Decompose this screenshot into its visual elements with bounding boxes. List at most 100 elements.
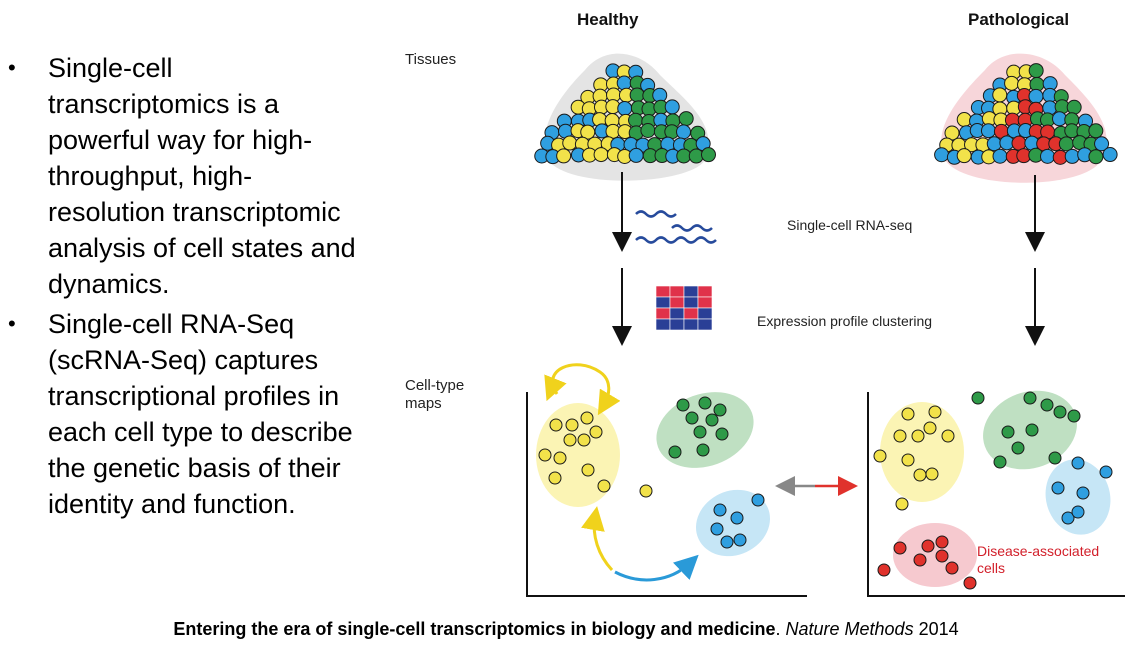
tissue-healthy bbox=[534, 53, 716, 181]
heatmap-cell bbox=[669, 318, 685, 331]
cell-dot bbox=[577, 433, 591, 447]
cell-dot bbox=[696, 443, 710, 457]
cell-dot bbox=[629, 87, 645, 103]
bullet-item-1: • Single-cell transcriptomics is a power… bbox=[8, 50, 403, 302]
cell-dot bbox=[710, 522, 724, 536]
cell-dot bbox=[1004, 75, 1020, 91]
cell-dot bbox=[664, 99, 680, 115]
cell-dot bbox=[873, 449, 887, 463]
cell-dot bbox=[893, 541, 907, 555]
cell-dot bbox=[913, 553, 927, 567]
cell-dot bbox=[685, 411, 699, 425]
cell-dot bbox=[676, 148, 692, 164]
cell-dot bbox=[733, 533, 747, 547]
cell-dot bbox=[580, 411, 594, 425]
cell-dot bbox=[1051, 481, 1065, 495]
cell-dot bbox=[901, 453, 915, 467]
citation-sep: . bbox=[775, 619, 786, 639]
cell-dot bbox=[628, 112, 644, 128]
row-label-tissues: Tissues bbox=[405, 51, 457, 68]
cell-dot bbox=[901, 407, 915, 421]
heatmap-cell bbox=[655, 307, 671, 320]
cell-dot bbox=[945, 561, 959, 575]
cell-dot bbox=[705, 413, 719, 427]
cell-dot bbox=[640, 123, 656, 139]
heatmap-cell bbox=[669, 307, 685, 320]
cell-dot bbox=[1058, 136, 1074, 152]
cell-dot bbox=[992, 87, 1008, 103]
cell-dot bbox=[1099, 465, 1113, 479]
column-header-pathological: Pathological bbox=[968, 10, 1070, 29]
row-label-cell-type-maps: Cell-type maps bbox=[405, 377, 464, 413]
cell-dot bbox=[921, 539, 935, 553]
bullet-line: transcriptomics is a bbox=[48, 89, 280, 119]
cell-dot bbox=[1053, 405, 1067, 419]
cell-dot bbox=[925, 467, 939, 481]
cell-dot bbox=[715, 427, 729, 441]
cell-dot bbox=[597, 479, 611, 493]
cell-dot bbox=[565, 418, 579, 432]
bullet-line: Single-cell RNA-Seq bbox=[48, 309, 295, 339]
disease-label-line2: cells bbox=[977, 560, 1006, 576]
heatmap-cell bbox=[697, 296, 713, 309]
heatmap-cell bbox=[697, 318, 713, 331]
bullet-line: (scRNA-Seq) captures bbox=[48, 345, 319, 375]
cell-dot bbox=[935, 549, 949, 563]
cell-dot bbox=[1102, 147, 1118, 163]
bullet-dot: • bbox=[8, 55, 16, 80]
cell-dot bbox=[548, 471, 562, 485]
cell-dot bbox=[581, 463, 595, 477]
cell-dot bbox=[720, 535, 734, 549]
flow-arrows bbox=[612, 172, 1045, 346]
bullet-line: transcriptional profiles in bbox=[48, 381, 340, 411]
citation-journal: Nature Methods bbox=[785, 619, 914, 639]
bullet-line: Single-cell bbox=[48, 53, 173, 83]
cell-dot bbox=[1094, 136, 1110, 152]
bullet-line: identity and function. bbox=[48, 489, 296, 519]
heatmap-cell bbox=[683, 296, 699, 309]
cell-dot bbox=[676, 124, 692, 140]
cell-dot bbox=[1066, 99, 1082, 115]
expression-heatmap-icon bbox=[655, 285, 713, 331]
step-label-clustering: Expression profile clustering bbox=[757, 313, 933, 329]
bullet-line: the genetic basis of their bbox=[48, 453, 341, 483]
bullet-dot: • bbox=[8, 311, 16, 336]
cell-dot bbox=[698, 396, 712, 410]
cell-dot bbox=[553, 451, 567, 465]
cell-dot bbox=[693, 425, 707, 439]
cell-dot bbox=[1028, 88, 1044, 104]
cell-dot bbox=[956, 148, 972, 164]
cell-dot bbox=[713, 403, 727, 417]
heatmap-cell bbox=[683, 307, 699, 320]
cell-dot bbox=[963, 576, 977, 590]
cell-dot bbox=[1011, 441, 1025, 455]
row-label-maps-line2: maps bbox=[405, 395, 442, 412]
cell-dot bbox=[700, 147, 716, 163]
heatmap-cell bbox=[669, 296, 685, 309]
cell-dot bbox=[668, 445, 682, 459]
cell-dot bbox=[993, 455, 1007, 469]
heatmap-cell bbox=[683, 285, 699, 298]
cell-dot bbox=[593, 147, 609, 163]
cell-dot bbox=[616, 75, 632, 91]
bullet-line: powerful way for high- bbox=[48, 125, 313, 155]
cell-dot bbox=[935, 535, 949, 549]
cell-dot bbox=[986, 136, 1002, 152]
cell-dot bbox=[956, 112, 972, 128]
cell-dot bbox=[1076, 486, 1090, 500]
cell-dot bbox=[1064, 148, 1080, 164]
cell-dot bbox=[1088, 123, 1104, 139]
cell-dot bbox=[1001, 425, 1015, 439]
cell-dot bbox=[1028, 63, 1044, 79]
cell-dot bbox=[1025, 423, 1039, 437]
bullet-line: analysis of cell states and bbox=[48, 233, 356, 263]
bullet-line: each cell type to describe bbox=[48, 417, 353, 447]
heatmap-cell bbox=[655, 296, 671, 309]
cell-dot bbox=[1011, 135, 1027, 151]
cell-dot bbox=[1061, 511, 1075, 525]
disease-cells-label: Disease-associated cells bbox=[977, 543, 1099, 577]
cell-dot bbox=[895, 497, 909, 511]
cell-dot bbox=[1067, 409, 1081, 423]
heatmap-cell bbox=[683, 318, 699, 331]
